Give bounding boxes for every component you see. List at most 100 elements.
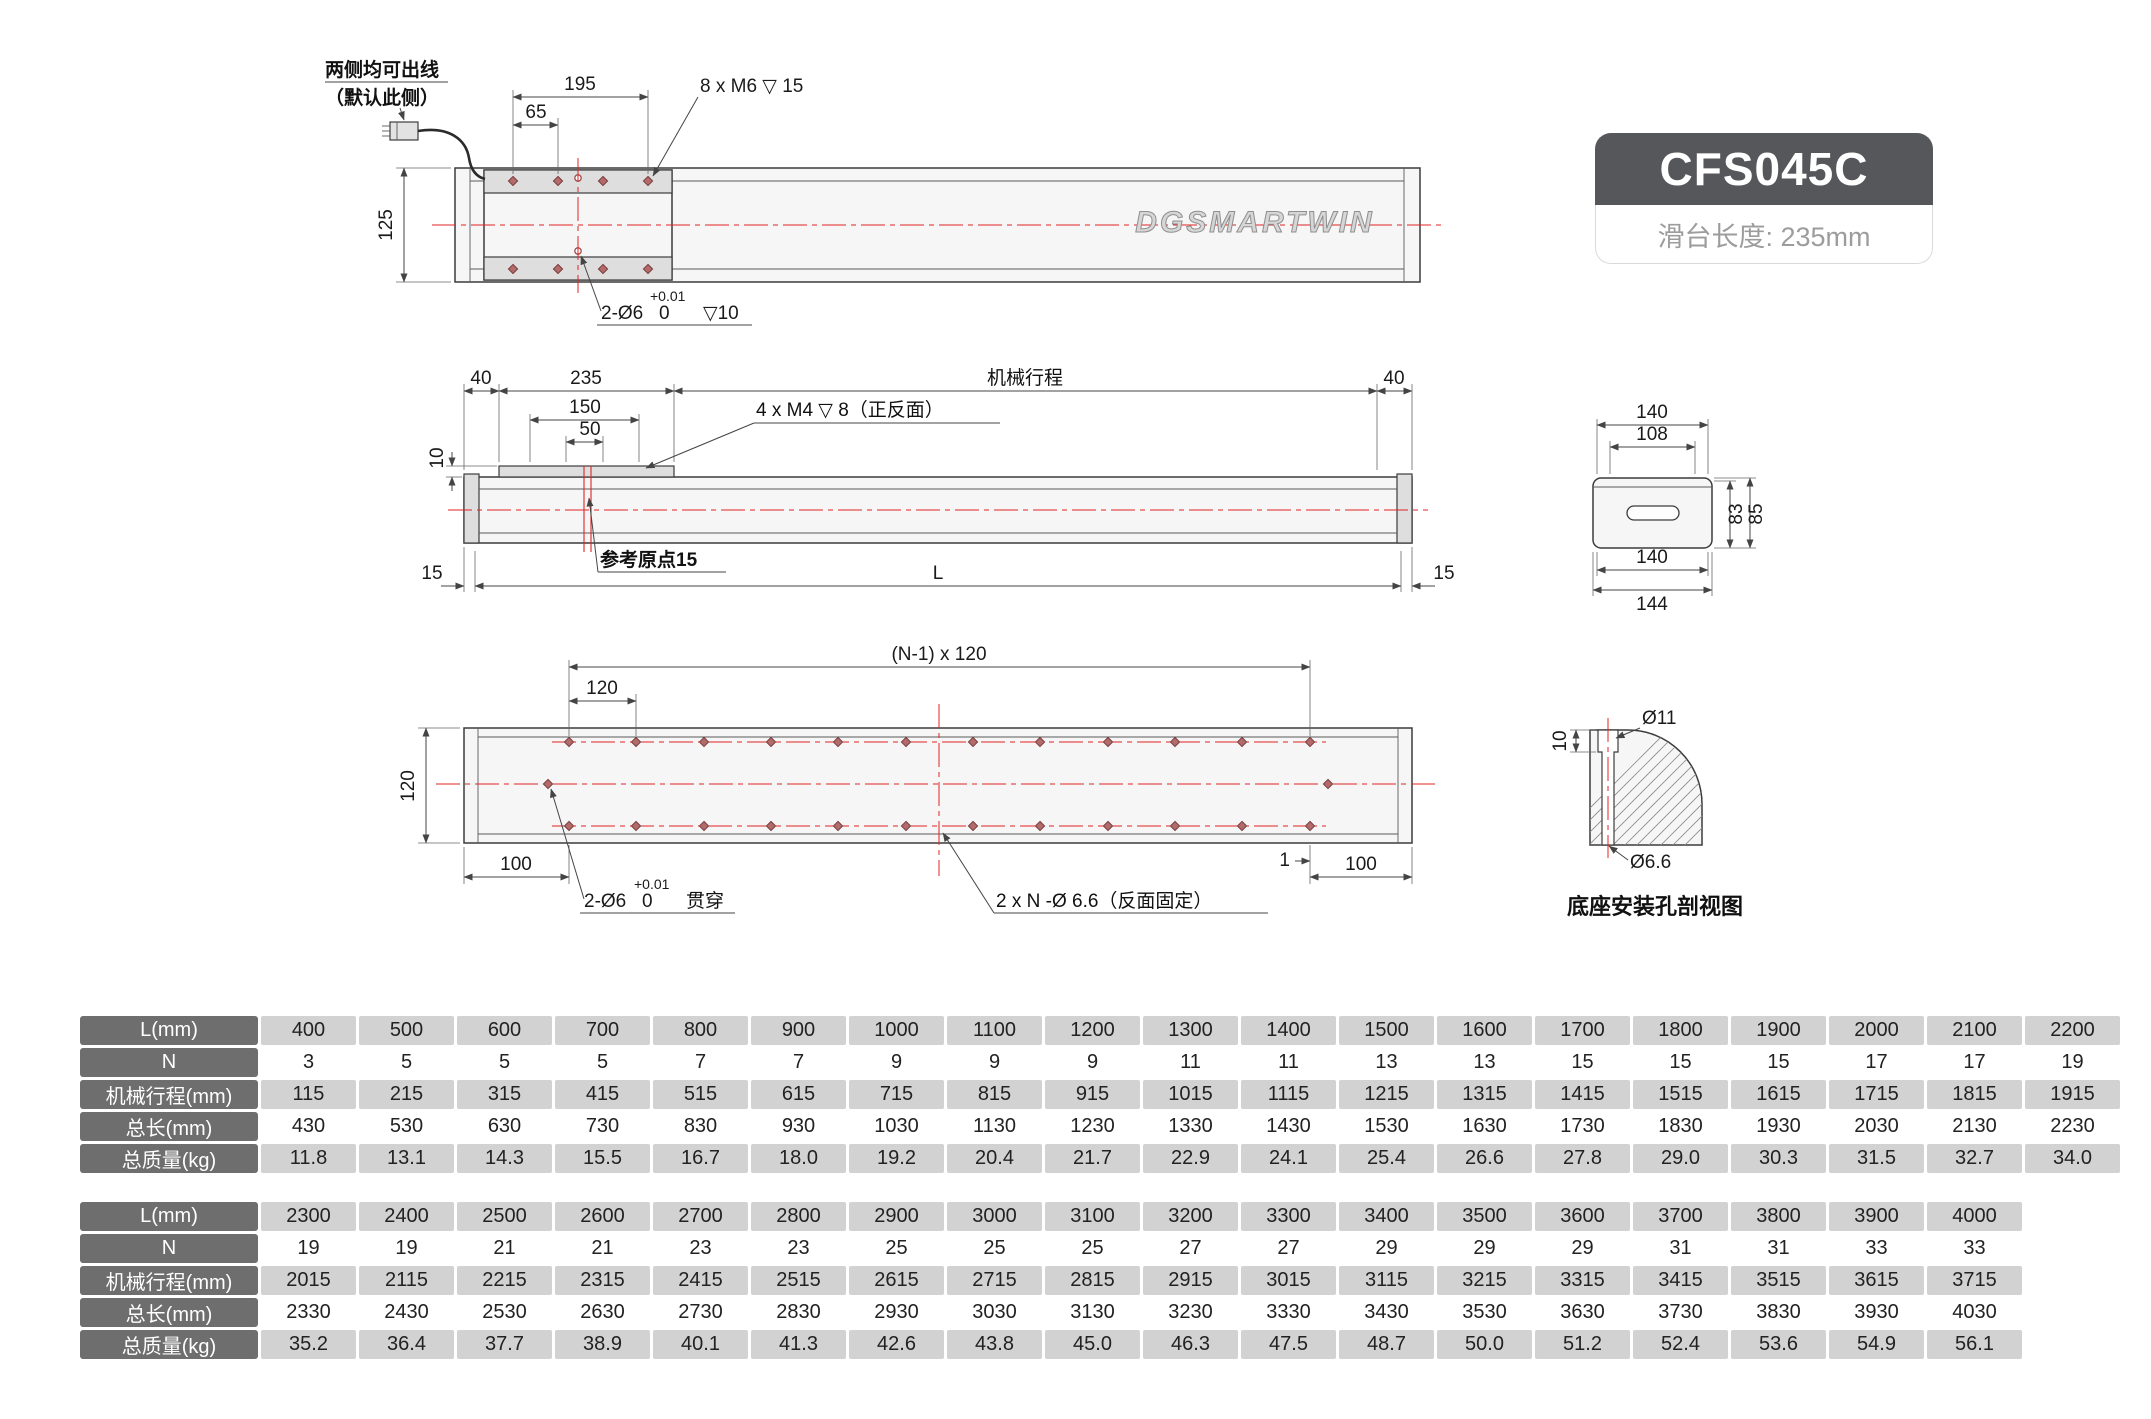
spec-cell: 2730 xyxy=(653,1298,748,1327)
svg-text:贯穿: 贯穿 xyxy=(686,890,724,912)
spec-cell: 23 xyxy=(751,1234,846,1263)
spec-cell: 730 xyxy=(555,1112,650,1141)
spec-cell: 1000 xyxy=(849,1016,944,1045)
spec-cell: 9 xyxy=(1045,1048,1140,1077)
spec-cell: 2430 xyxy=(359,1298,454,1327)
spec-cell: 1615 xyxy=(1731,1080,1826,1109)
end-view-slot xyxy=(1626,505,1680,521)
spec-cell: 19 xyxy=(261,1234,356,1263)
dim-10: 10 xyxy=(427,447,497,491)
spec-cell: 40.1 xyxy=(653,1330,748,1359)
product-model: CFS045C xyxy=(1595,133,1933,205)
spec-cell: 700 xyxy=(555,1016,650,1045)
spec-cell: 29.0 xyxy=(1633,1144,1728,1173)
spec-cell: 3530 xyxy=(1437,1298,1532,1327)
spec-cell: 3615 xyxy=(1829,1266,1924,1295)
spec-cell: 11.8 xyxy=(261,1144,356,1173)
slide-length-label: 滑台长度: 235mm xyxy=(1595,205,1933,264)
spec-cell: 915 xyxy=(1045,1080,1140,1109)
spec-cell: 34.0 xyxy=(2025,1144,2120,1173)
spec-cell: 52.4 xyxy=(1633,1330,1728,1359)
section-caption: 底座安装孔剖视图 xyxy=(1567,894,1743,919)
spec-cell: 27 xyxy=(1143,1234,1238,1263)
spec-cell: 615 xyxy=(751,1080,846,1109)
row-label: 总质量(kg) xyxy=(80,1330,258,1359)
spec-cell: 630 xyxy=(457,1112,552,1141)
spec-cell: 46.3 xyxy=(1143,1330,1238,1359)
spec-cell: 1115 xyxy=(1241,1080,1336,1109)
spec-cell: 815 xyxy=(947,1080,1042,1109)
svg-text:L: L xyxy=(933,563,944,584)
spec-cell: 32.7 xyxy=(1927,1144,2022,1173)
spec-cell: 33 xyxy=(1927,1234,2022,1263)
spec-cell: 2130 xyxy=(1927,1112,2022,1141)
spec-cell: 3000 xyxy=(947,1202,1042,1231)
spec-cell: 1530 xyxy=(1339,1112,1434,1141)
spec-cell: 3630 xyxy=(1535,1298,1630,1327)
spec-cell: 2400 xyxy=(359,1202,454,1231)
spec-cell: 15 xyxy=(1731,1048,1826,1077)
spec-cell: 1430 xyxy=(1241,1112,1336,1141)
spec-cell: 21.7 xyxy=(1045,1144,1140,1173)
dim-65: 65 xyxy=(512,102,559,174)
spec-cell: 11 xyxy=(1143,1048,1238,1077)
dim-chain-top: 40 235 机械行程 40 xyxy=(463,367,1413,470)
spec-cell: 25.4 xyxy=(1339,1144,1434,1173)
spec-cell: 24.1 xyxy=(1241,1144,1336,1173)
dim-dia11: Ø11 xyxy=(1615,708,1677,739)
spec-cell: 900 xyxy=(751,1016,846,1045)
through-hole-callout: 2-Ø6 0 +0.01 贯穿 xyxy=(550,788,735,914)
spec-cell: 1300 xyxy=(1143,1016,1238,1045)
spec-cell: 1415 xyxy=(1535,1080,1630,1109)
spec-cell: 2615 xyxy=(849,1266,944,1295)
row-label: N xyxy=(80,1234,258,1263)
dim-140-bottom: 140 xyxy=(1596,547,1709,576)
spec-cell: 25 xyxy=(1045,1234,1140,1263)
spec-cell: 29 xyxy=(1339,1234,1434,1263)
dim-125: 125 xyxy=(376,167,451,283)
spec-cell: 2230 xyxy=(2025,1112,2120,1141)
svg-text:2 x N -Ø 6.6（反面固定）: 2 x N -Ø 6.6（反面固定） xyxy=(996,890,1212,912)
spec-cell: 13 xyxy=(1339,1048,1434,1077)
spec-cell: 1515 xyxy=(1633,1080,1728,1109)
spec-cell: 21 xyxy=(457,1234,552,1263)
svg-text:120: 120 xyxy=(398,770,419,802)
svg-text:机械行程: 机械行程 xyxy=(987,367,1063,389)
spec-cell: 15 xyxy=(1535,1048,1630,1077)
svg-text:8 x M6 ▽ 15: 8 x M6 ▽ 15 xyxy=(700,76,803,97)
spec-cell: 500 xyxy=(359,1016,454,1045)
row-label: 机械行程(mm) xyxy=(80,1266,258,1295)
spec-cell: 48.7 xyxy=(1339,1330,1434,1359)
svg-text:195: 195 xyxy=(564,74,596,95)
spec-cell: 3015 xyxy=(1241,1266,1336,1295)
spec-cell: 530 xyxy=(359,1112,454,1141)
spec-cell: 51.2 xyxy=(1535,1330,1630,1359)
spec-cell: 19 xyxy=(2025,1048,2120,1077)
spec-cell: 3930 xyxy=(1829,1298,1924,1327)
bottom-view-drawing: (N-1) x 120 120 120 100 100 xyxy=(398,644,1440,914)
spec-cell: 3830 xyxy=(1731,1298,1826,1327)
spec-cell: 3430 xyxy=(1339,1298,1434,1327)
spec-cell: 3300 xyxy=(1241,1202,1336,1231)
spec-cell: 3400 xyxy=(1339,1202,1434,1231)
spec-cell: 3200 xyxy=(1143,1202,1238,1231)
spec-cell: 27 xyxy=(1241,1234,1336,1263)
spec-cell: 415 xyxy=(555,1080,650,1109)
spec-cell: 600 xyxy=(457,1016,552,1045)
spec-cell: 1700 xyxy=(1535,1016,1630,1045)
spec-cell: 1230 xyxy=(1045,1112,1140,1141)
spec-cell: 3315 xyxy=(1535,1266,1630,1295)
spec-cell: 19.2 xyxy=(849,1144,944,1173)
cable-note-line1: 两侧均可出线 xyxy=(325,58,439,81)
spec-cell: 515 xyxy=(653,1080,748,1109)
svg-text:0: 0 xyxy=(659,303,670,324)
spec-cell: 1630 xyxy=(1437,1112,1532,1141)
spec-cell: 26.6 xyxy=(1437,1144,1532,1173)
spec-cell: 1715 xyxy=(1829,1080,1924,1109)
spec-cell: 7 xyxy=(751,1048,846,1077)
